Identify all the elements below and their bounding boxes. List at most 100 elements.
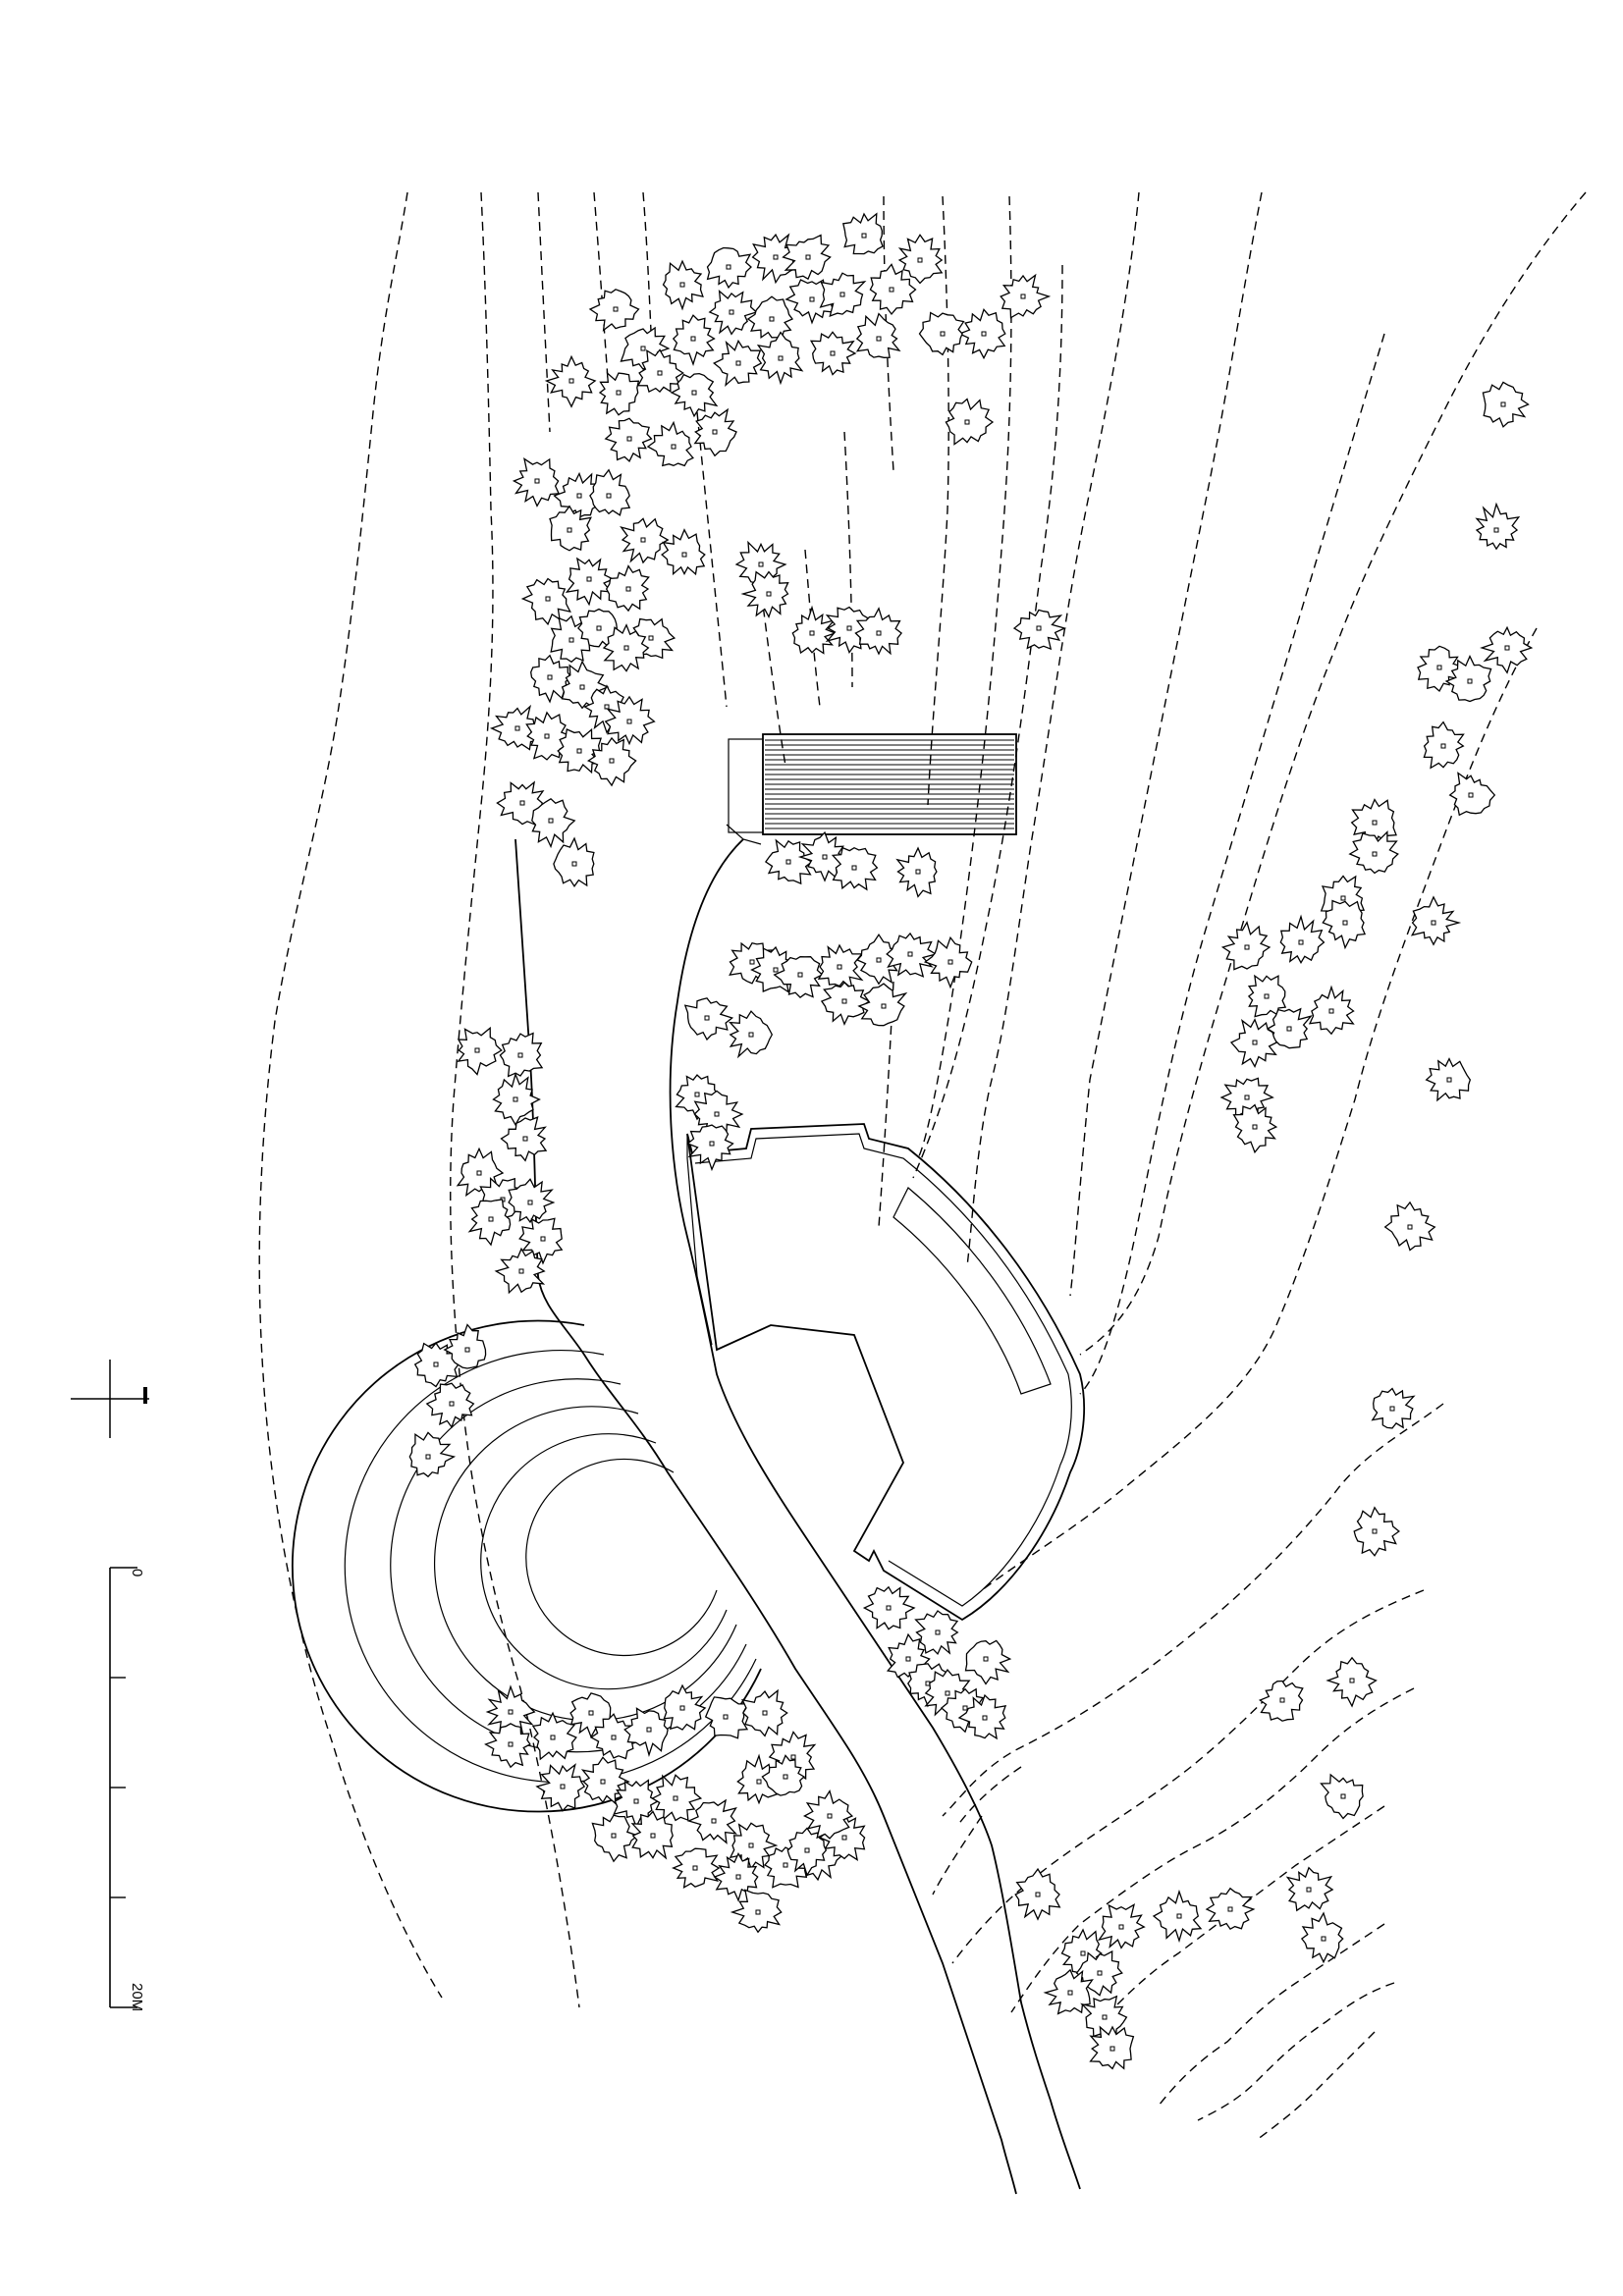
tree-icon: [1325, 1656, 1378, 1708]
tree-icon: [897, 234, 944, 285]
tree-icon: [945, 398, 995, 446]
tree-icon: [768, 1731, 817, 1781]
tree-icon: [1220, 921, 1271, 971]
contour-line: [1109, 1805, 1385, 2013]
tree-icon: [512, 456, 561, 507]
tree-icon: [729, 1822, 779, 1871]
tree-icon: [589, 1713, 638, 1760]
tree-icon: [1229, 1018, 1278, 1069]
tree-icon: [1480, 625, 1534, 674]
tree-icon: [809, 331, 857, 376]
tree-icon: [886, 932, 938, 978]
tree-icon: [857, 983, 908, 1027]
contour-line: [696, 411, 728, 708]
tree-icon: [520, 577, 571, 626]
tree-icon: [686, 1124, 734, 1172]
tree-icon: [625, 617, 676, 660]
tree-icon: [662, 259, 704, 311]
contour-line: [1158, 1923, 1385, 2107]
tree-icon: [1353, 1506, 1400, 1557]
tree-icon: [746, 295, 794, 340]
tree-icon: [549, 505, 592, 552]
tree-icon: [425, 1382, 475, 1429]
tree-icon: [494, 1247, 546, 1295]
tree-icon: [1014, 1867, 1061, 1921]
building-wing: [893, 1187, 1052, 1395]
contour-line: [942, 1403, 1444, 1817]
tree-icon: [704, 1696, 749, 1739]
tree-icon: [1308, 985, 1355, 1036]
contour-line: [917, 195, 1012, 1159]
contour-line: [1079, 191, 1587, 1356]
tree-icon: [741, 1688, 788, 1737]
tree-icon: [457, 1026, 503, 1076]
tree-icon: [588, 289, 640, 332]
tree-icon: [525, 711, 573, 761]
tree-icon: [786, 1827, 828, 1877]
tree-icon: [623, 1707, 669, 1757]
tree-icon: [636, 348, 684, 394]
tree-icon: [729, 1010, 774, 1059]
contour-line: [956, 1766, 1022, 1827]
tree-icon: [670, 372, 719, 418]
tree-icon: [708, 289, 758, 336]
contour-line: [927, 195, 949, 806]
tree-icon: [630, 1810, 674, 1860]
contour-line: [1010, 1687, 1415, 2013]
tree-icon: [1089, 2025, 1135, 2070]
amphitheater-ring: [344, 1350, 757, 1784]
contour-line: [1197, 1982, 1395, 2121]
tree-icon: [791, 605, 838, 655]
tree-icon: [964, 1639, 1012, 1685]
tree-icon: [672, 314, 716, 367]
main-building: [686, 1123, 1086, 1622]
tree-icon: [918, 311, 965, 356]
scale-bar: 0 20M: [109, 1567, 145, 2011]
tree-icon: [661, 528, 706, 576]
tree-icon: [817, 943, 864, 991]
tree-icon: [1300, 1911, 1344, 1964]
tree-icon: [856, 934, 902, 986]
tree-icon: [553, 471, 607, 518]
tree-icon: [605, 564, 650, 613]
tree-icon: [1417, 645, 1467, 693]
tree-icon: [1448, 772, 1496, 817]
striped-building-entry: [728, 738, 764, 833]
tree-icon: [671, 1847, 721, 1890]
tree-icon: [1012, 609, 1067, 651]
tree-icon: [602, 623, 650, 672]
tree-icon: [589, 468, 631, 516]
contour-line: [843, 431, 853, 688]
north-arrow-icon: [71, 1360, 149, 1438]
striped-building-body: [762, 733, 1017, 835]
tree-icon: [1205, 1887, 1256, 1931]
tree-icon: [1258, 1680, 1304, 1722]
contour-lines: [258, 191, 1587, 2141]
tree-icon: [736, 1753, 784, 1805]
tree-icon: [764, 838, 813, 885]
contour-line: [258, 191, 443, 1999]
tree-icon: [782, 234, 832, 281]
tree-icon: [535, 1763, 586, 1812]
tree-icon: [1320, 1773, 1364, 1820]
tree-icon: [1285, 1866, 1334, 1912]
tree-icon: [499, 1032, 544, 1078]
tree-icon: [565, 557, 615, 607]
tree-icon: [756, 331, 804, 386]
tree-icon: [895, 846, 938, 898]
tree-icon: [518, 1217, 564, 1265]
tree-icon: [802, 1789, 854, 1840]
tree-icon: [914, 1610, 959, 1656]
tree-icon: [500, 1116, 548, 1162]
tree-icon: [1232, 1103, 1278, 1154]
tree-icon: [842, 212, 884, 255]
tree-icon: [1410, 895, 1462, 946]
contour-line: [450, 191, 580, 2008]
tree-icon: [531, 797, 576, 849]
tree-icon: [646, 420, 694, 467]
contour-line: [981, 627, 1538, 1591]
building-outline-inner: [694, 1133, 1072, 1607]
tree-icon: [923, 935, 973, 989]
tree-icon: [1371, 1387, 1416, 1429]
